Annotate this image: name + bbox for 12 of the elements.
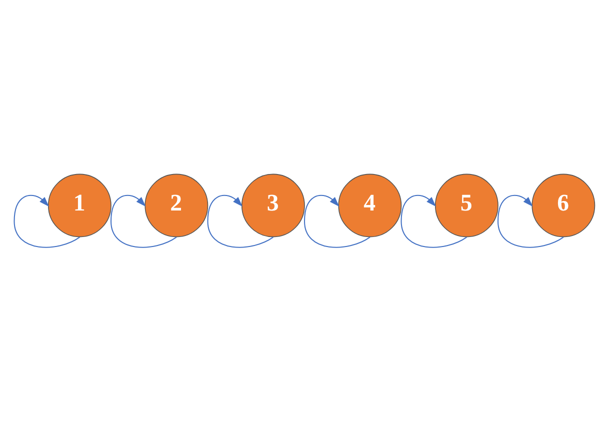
arrow — [207, 194, 274, 248]
node-circle: 6 — [532, 174, 596, 238]
node-circle: 5 — [434, 174, 498, 238]
node-circle: 3 — [241, 174, 305, 238]
arrow — [304, 194, 370, 248]
node-circle: 4 — [338, 174, 402, 238]
arrow — [400, 194, 467, 248]
arrow — [110, 194, 177, 248]
arrow — [14, 194, 80, 248]
node-circle: 2 — [144, 174, 208, 238]
node-circle: 1 — [48, 174, 112, 238]
arrow — [497, 194, 564, 248]
